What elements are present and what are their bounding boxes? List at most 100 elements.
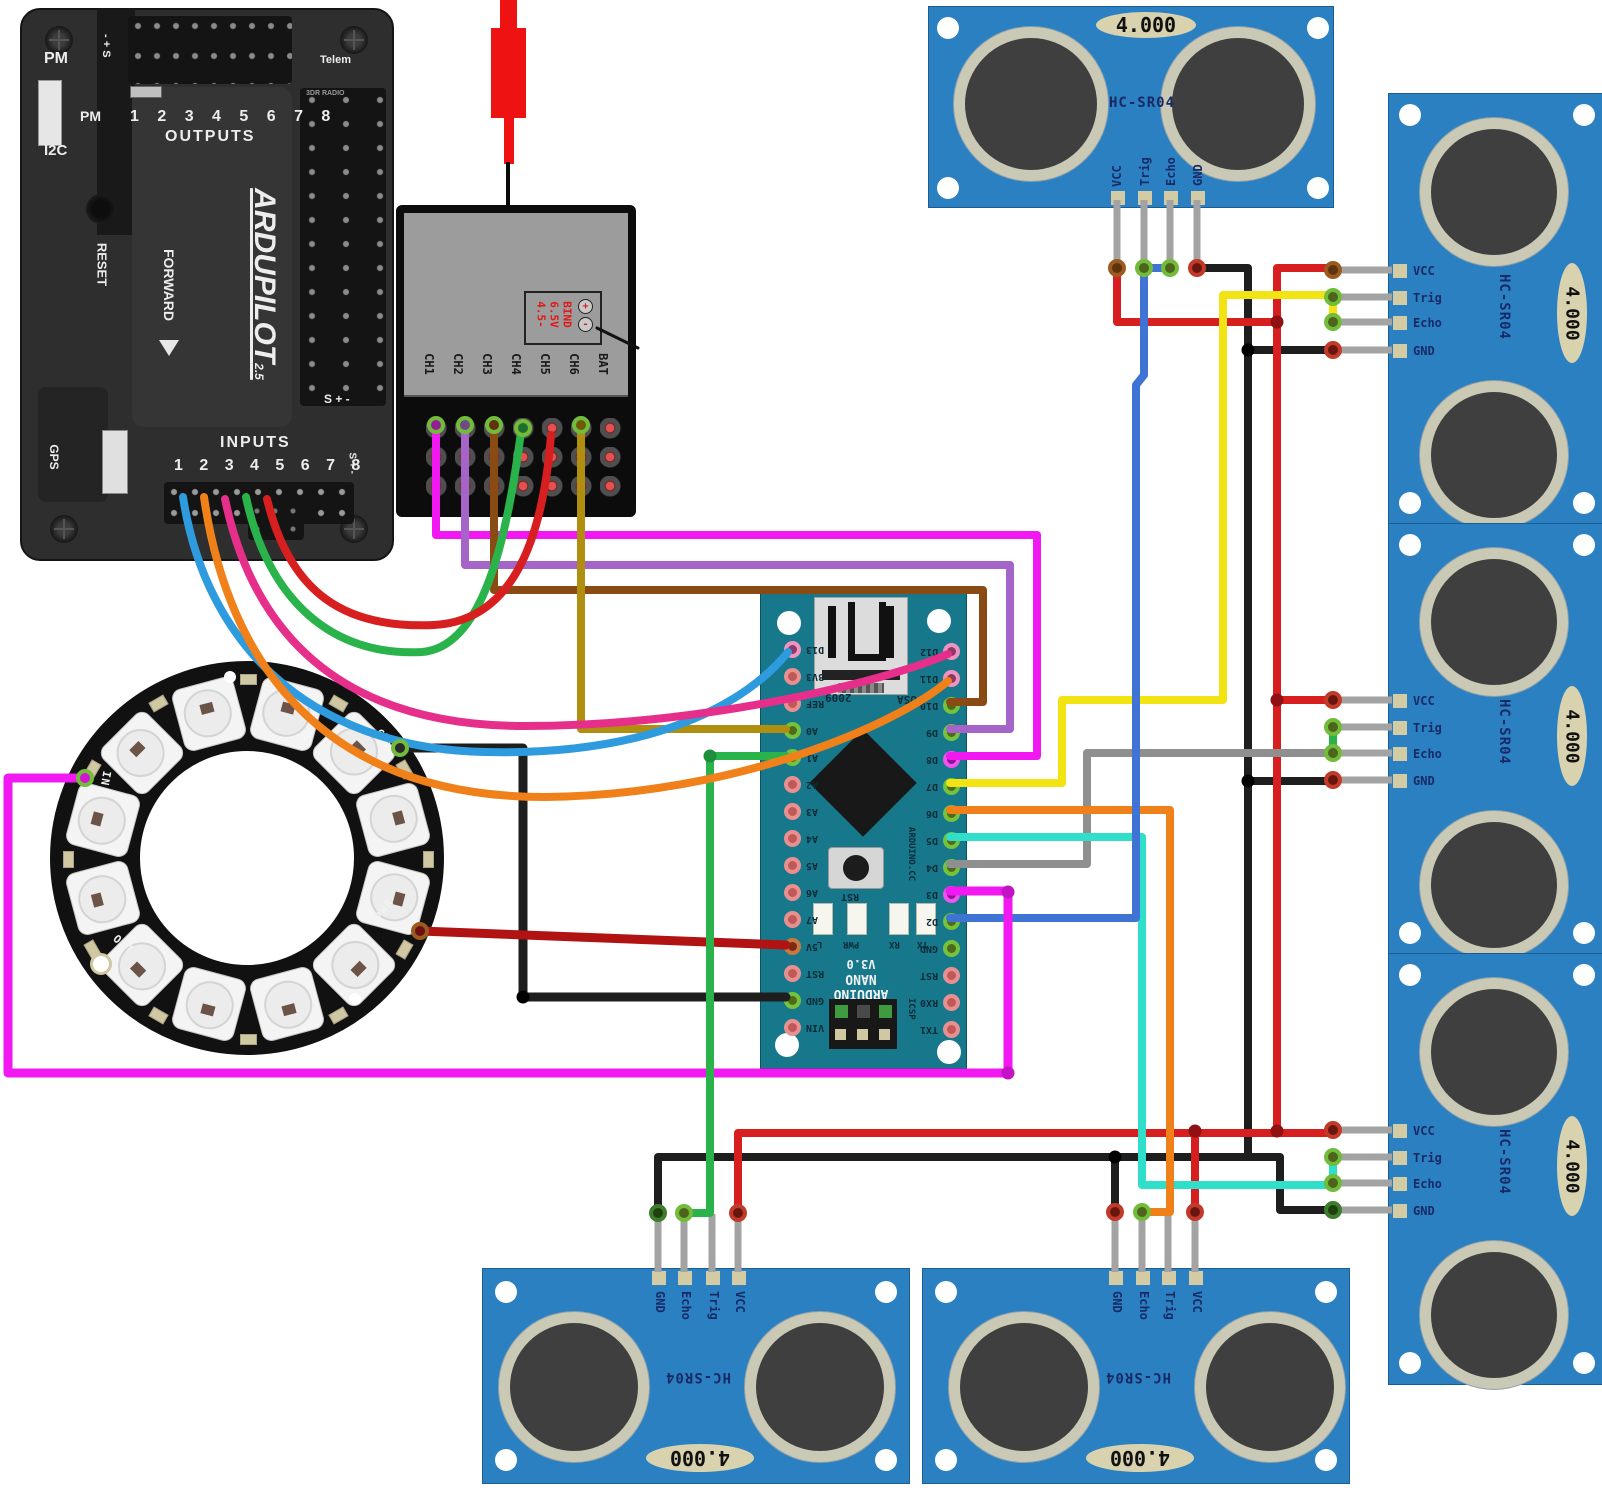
pin-row[interactable]: D8 xyxy=(879,746,960,773)
pin-d9[interactable] xyxy=(943,724,960,741)
echo-pad[interactable] xyxy=(678,1271,692,1285)
wire-vcc-top[interactable] xyxy=(1113,264,1337,326)
vcc-pad[interactable] xyxy=(1189,1271,1203,1285)
pin-d10[interactable] xyxy=(943,697,960,714)
pin-tx1[interactable] xyxy=(943,1021,960,1038)
pin-row[interactable]: D11 xyxy=(879,665,960,692)
vcc-pad[interactable] xyxy=(732,1271,746,1285)
hcsr04-right-2[interactable]: 4.000 HC-SR04 VCC Trig Echo GND xyxy=(1388,523,1602,959)
reset-button[interactable] xyxy=(828,847,884,889)
vcc-pad[interactable] xyxy=(1393,694,1407,708)
wire-d7-sensor1[interactable] xyxy=(946,291,1337,787)
pin-row[interactable]: D13 xyxy=(784,636,824,663)
pin-row[interactable]: RST xyxy=(879,962,960,989)
pin-d7[interactable] xyxy=(943,778,960,795)
wire-ring-pwr[interactable] xyxy=(415,926,791,950)
gnd-pad[interactable] xyxy=(1109,1271,1123,1285)
pin-row[interactable]: GND xyxy=(879,935,960,962)
gnd-pad[interactable] xyxy=(1393,774,1407,788)
pin-3v3[interactable] xyxy=(784,668,801,685)
pin-row[interactable]: D7 xyxy=(879,773,960,800)
wire-d4-sensor2[interactable] xyxy=(946,749,1337,868)
pin-gnd-right[interactable] xyxy=(943,940,960,957)
pin-a0[interactable] xyxy=(784,722,801,739)
pin-row[interactable]: TX1 xyxy=(879,1016,960,1043)
pin-ref[interactable] xyxy=(784,695,801,712)
pin-row[interactable]: A3 xyxy=(784,798,824,825)
pin-rx0[interactable] xyxy=(943,994,960,1011)
gnd-pad[interactable] xyxy=(1191,191,1205,205)
hcsr04-bottom-left[interactable]: 4.000 HC-SR04 GND Echo Trig VCC xyxy=(482,1268,910,1484)
pin-rst-left[interactable] xyxy=(784,965,801,982)
wire-top-trig-d2[interactable] xyxy=(946,264,1148,922)
echo-pad[interactable] xyxy=(1164,191,1178,205)
pin-row[interactable]: A5 xyxy=(784,852,824,879)
pin-row[interactable]: D5 xyxy=(879,827,960,854)
pin-row[interactable]: D12 xyxy=(879,638,960,665)
wire-gnd-top-bus[interactable] xyxy=(1193,264,1252,1159)
pin-a6[interactable] xyxy=(784,884,801,901)
trig-pad[interactable] xyxy=(1393,1151,1407,1165)
trig-pad[interactable] xyxy=(1393,721,1407,735)
echo-pad[interactable] xyxy=(1136,1271,1150,1285)
pin-row[interactable]: D3 xyxy=(879,881,960,908)
pin-row[interactable]: RST xyxy=(784,960,824,987)
hcsr04-top[interactable]: 4.000 HC-SR04 VCC Trig Echo GND xyxy=(928,6,1334,208)
echo-pad[interactable] xyxy=(1393,747,1407,761)
pin-row[interactable]: D4 xyxy=(879,854,960,881)
pin-gnd-left[interactable] xyxy=(784,992,801,1009)
pin-row[interactable]: D6 xyxy=(879,800,960,827)
pin-rst-right[interactable] xyxy=(943,967,960,984)
wire-d5-sensor3[interactable] xyxy=(946,833,1337,1189)
pin-row[interactable]: A0 xyxy=(784,717,824,744)
pin-a7[interactable] xyxy=(784,911,801,928)
gps-connector[interactable] xyxy=(102,430,128,494)
pm-connector[interactable] xyxy=(38,80,62,146)
receiver-pin-grid[interactable] xyxy=(426,418,629,505)
gnd-pad[interactable] xyxy=(1393,1204,1407,1218)
trig-pad[interactable] xyxy=(1162,1271,1176,1285)
outputs-header[interactable] xyxy=(128,16,292,84)
pin-d4[interactable] xyxy=(943,859,960,876)
pin-a2[interactable] xyxy=(784,776,801,793)
pin-row[interactable]: VIN xyxy=(784,1014,824,1041)
trig-pad[interactable] xyxy=(1393,291,1407,305)
pin-row[interactable]: REF xyxy=(784,690,824,717)
pin-d3[interactable] xyxy=(943,886,960,903)
trig-pad[interactable] xyxy=(1138,191,1152,205)
arduino-nano[interactable]: 2009 USA RST L PWR RX TX ARDUINO NANO V3… xyxy=(760,592,967,1069)
echo-pad[interactable] xyxy=(1393,316,1407,330)
pin-row[interactable]: A7 xyxy=(784,906,824,933)
pin-d8[interactable] xyxy=(943,751,960,768)
rc-receiver[interactable]: BIND 6.5V 4.5- + - CH1 CH2 CH3 CH4 CH5 C… xyxy=(396,205,636,517)
wire-gnd-bottom-bus[interactable] xyxy=(654,1153,1337,1217)
pin-row[interactable]: D2 xyxy=(879,908,960,935)
pin-a3[interactable] xyxy=(784,803,801,820)
vcc-pad[interactable] xyxy=(1111,191,1125,205)
pin-a1[interactable] xyxy=(784,749,801,766)
hcsr04-right-1[interactable]: 4.000 HC-SR04 VCC Trig Echo GND xyxy=(1388,93,1602,529)
pin-row[interactable]: D9 xyxy=(879,719,960,746)
side-header[interactable] xyxy=(300,88,386,406)
pin-a5[interactable] xyxy=(784,857,801,874)
pin-d13[interactable] xyxy=(784,641,801,658)
gnd-pad[interactable] xyxy=(652,1271,666,1285)
pin-row[interactable]: RX0 xyxy=(879,989,960,1016)
pin-row[interactable]: A1 xyxy=(784,744,824,771)
pin-row[interactable]: D10 xyxy=(879,692,960,719)
pin-row[interactable]: GND xyxy=(784,987,824,1014)
pin-vin[interactable] xyxy=(784,1019,801,1036)
vcc-pad[interactable] xyxy=(1393,264,1407,278)
vcc-pad[interactable] xyxy=(1393,1124,1407,1138)
pin-row[interactable]: A4 xyxy=(784,825,824,852)
wire-d6-bottom-right[interactable] xyxy=(946,806,1174,1216)
pin-row[interactable]: 3V3 xyxy=(784,663,824,690)
reset-button[interactable] xyxy=(86,194,116,224)
echo-pad[interactable] xyxy=(1393,1177,1407,1191)
pin-d6[interactable] xyxy=(943,805,960,822)
pin-d11[interactable] xyxy=(943,670,960,687)
hcsr04-right-3[interactable]: 4.000 HC-SR04 VCC Trig Echo GND xyxy=(1388,953,1602,1389)
pin-5v[interactable] xyxy=(784,938,801,955)
aux-header[interactable] xyxy=(248,502,304,540)
pin-a4[interactable] xyxy=(784,830,801,847)
